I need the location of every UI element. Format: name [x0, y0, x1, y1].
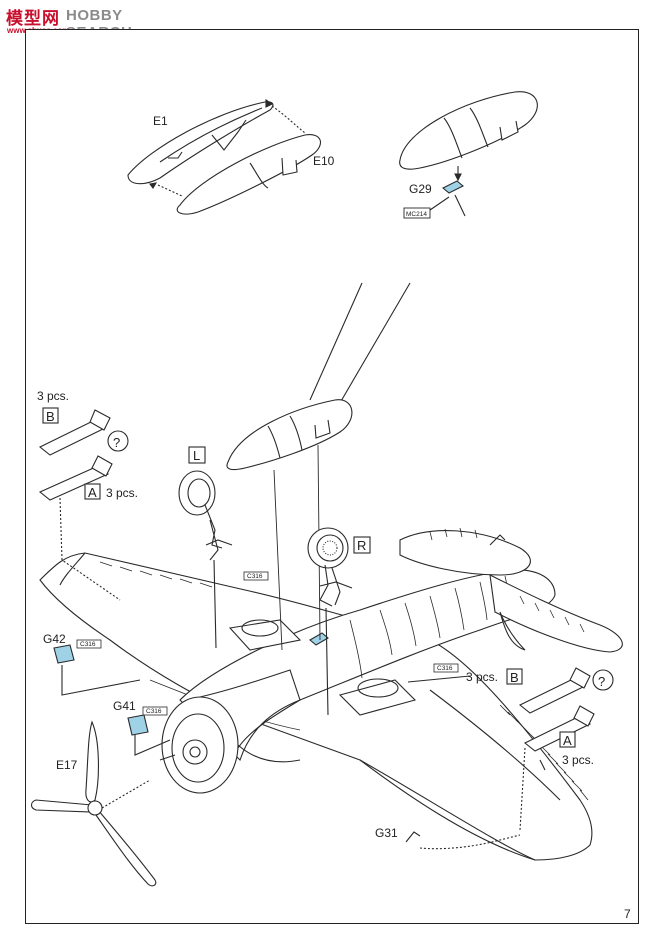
question-mark-icon — [592, 669, 614, 691]
ref-c316-gear: C316 — [247, 573, 263, 580]
label-e17: E17 — [56, 758, 78, 772]
left-rocket-set-drawing — [38, 409, 121, 601]
left-qty-a: 3 pcs. — [106, 486, 138, 500]
ref-c316-right: C316 — [437, 665, 453, 672]
gear-right-box: R — [357, 538, 366, 553]
left-box-b: B — [46, 409, 55, 424]
drop-tank-halves-drawing — [127, 98, 321, 215]
gear-left-box: L — [193, 448, 200, 463]
right-box-a: A — [563, 733, 572, 748]
top-detail-panel — [25, 29, 639, 285]
ref-mc214: MC214 — [406, 211, 427, 218]
question-mark-icon — [107, 430, 129, 452]
ref-c316-g41: C316 — [146, 708, 162, 715]
label-g41: G41 — [113, 699, 136, 713]
propeller-drawing — [30, 720, 157, 887]
right-landing-gear-drawing — [307, 527, 353, 716]
left-question: ? — [113, 435, 120, 450]
engine-cowling-drawing — [159, 669, 301, 794]
label-g42: G42 — [43, 632, 66, 646]
left-landing-gear-drawing — [178, 470, 233, 649]
right-question: ? — [598, 674, 605, 689]
right-box-b: B — [510, 670, 519, 685]
right-qty-a: 3 pcs. — [562, 753, 594, 767]
label-e1: E1 — [153, 114, 168, 128]
aircraft-fuselage-drawing — [179, 527, 623, 762]
left-box-a: A — [88, 485, 97, 500]
right-qty-b: 3 pcs. — [466, 670, 498, 684]
label-g29: G29 — [409, 182, 432, 196]
ref-c316-g42: C316 — [80, 641, 96, 648]
left-qty-b: 3 pcs. — [37, 389, 69, 403]
page-number: 7 — [624, 907, 631, 921]
aircraft-wing-drawing — [39, 552, 593, 861]
logo-cn-text: 模型网 — [6, 9, 60, 29]
single-drop-tank-drawing — [399, 91, 538, 219]
label-g31: G31 — [375, 826, 398, 840]
label-e10: E10 — [313, 154, 335, 168]
right-rocket-set-drawing — [518, 667, 595, 831]
